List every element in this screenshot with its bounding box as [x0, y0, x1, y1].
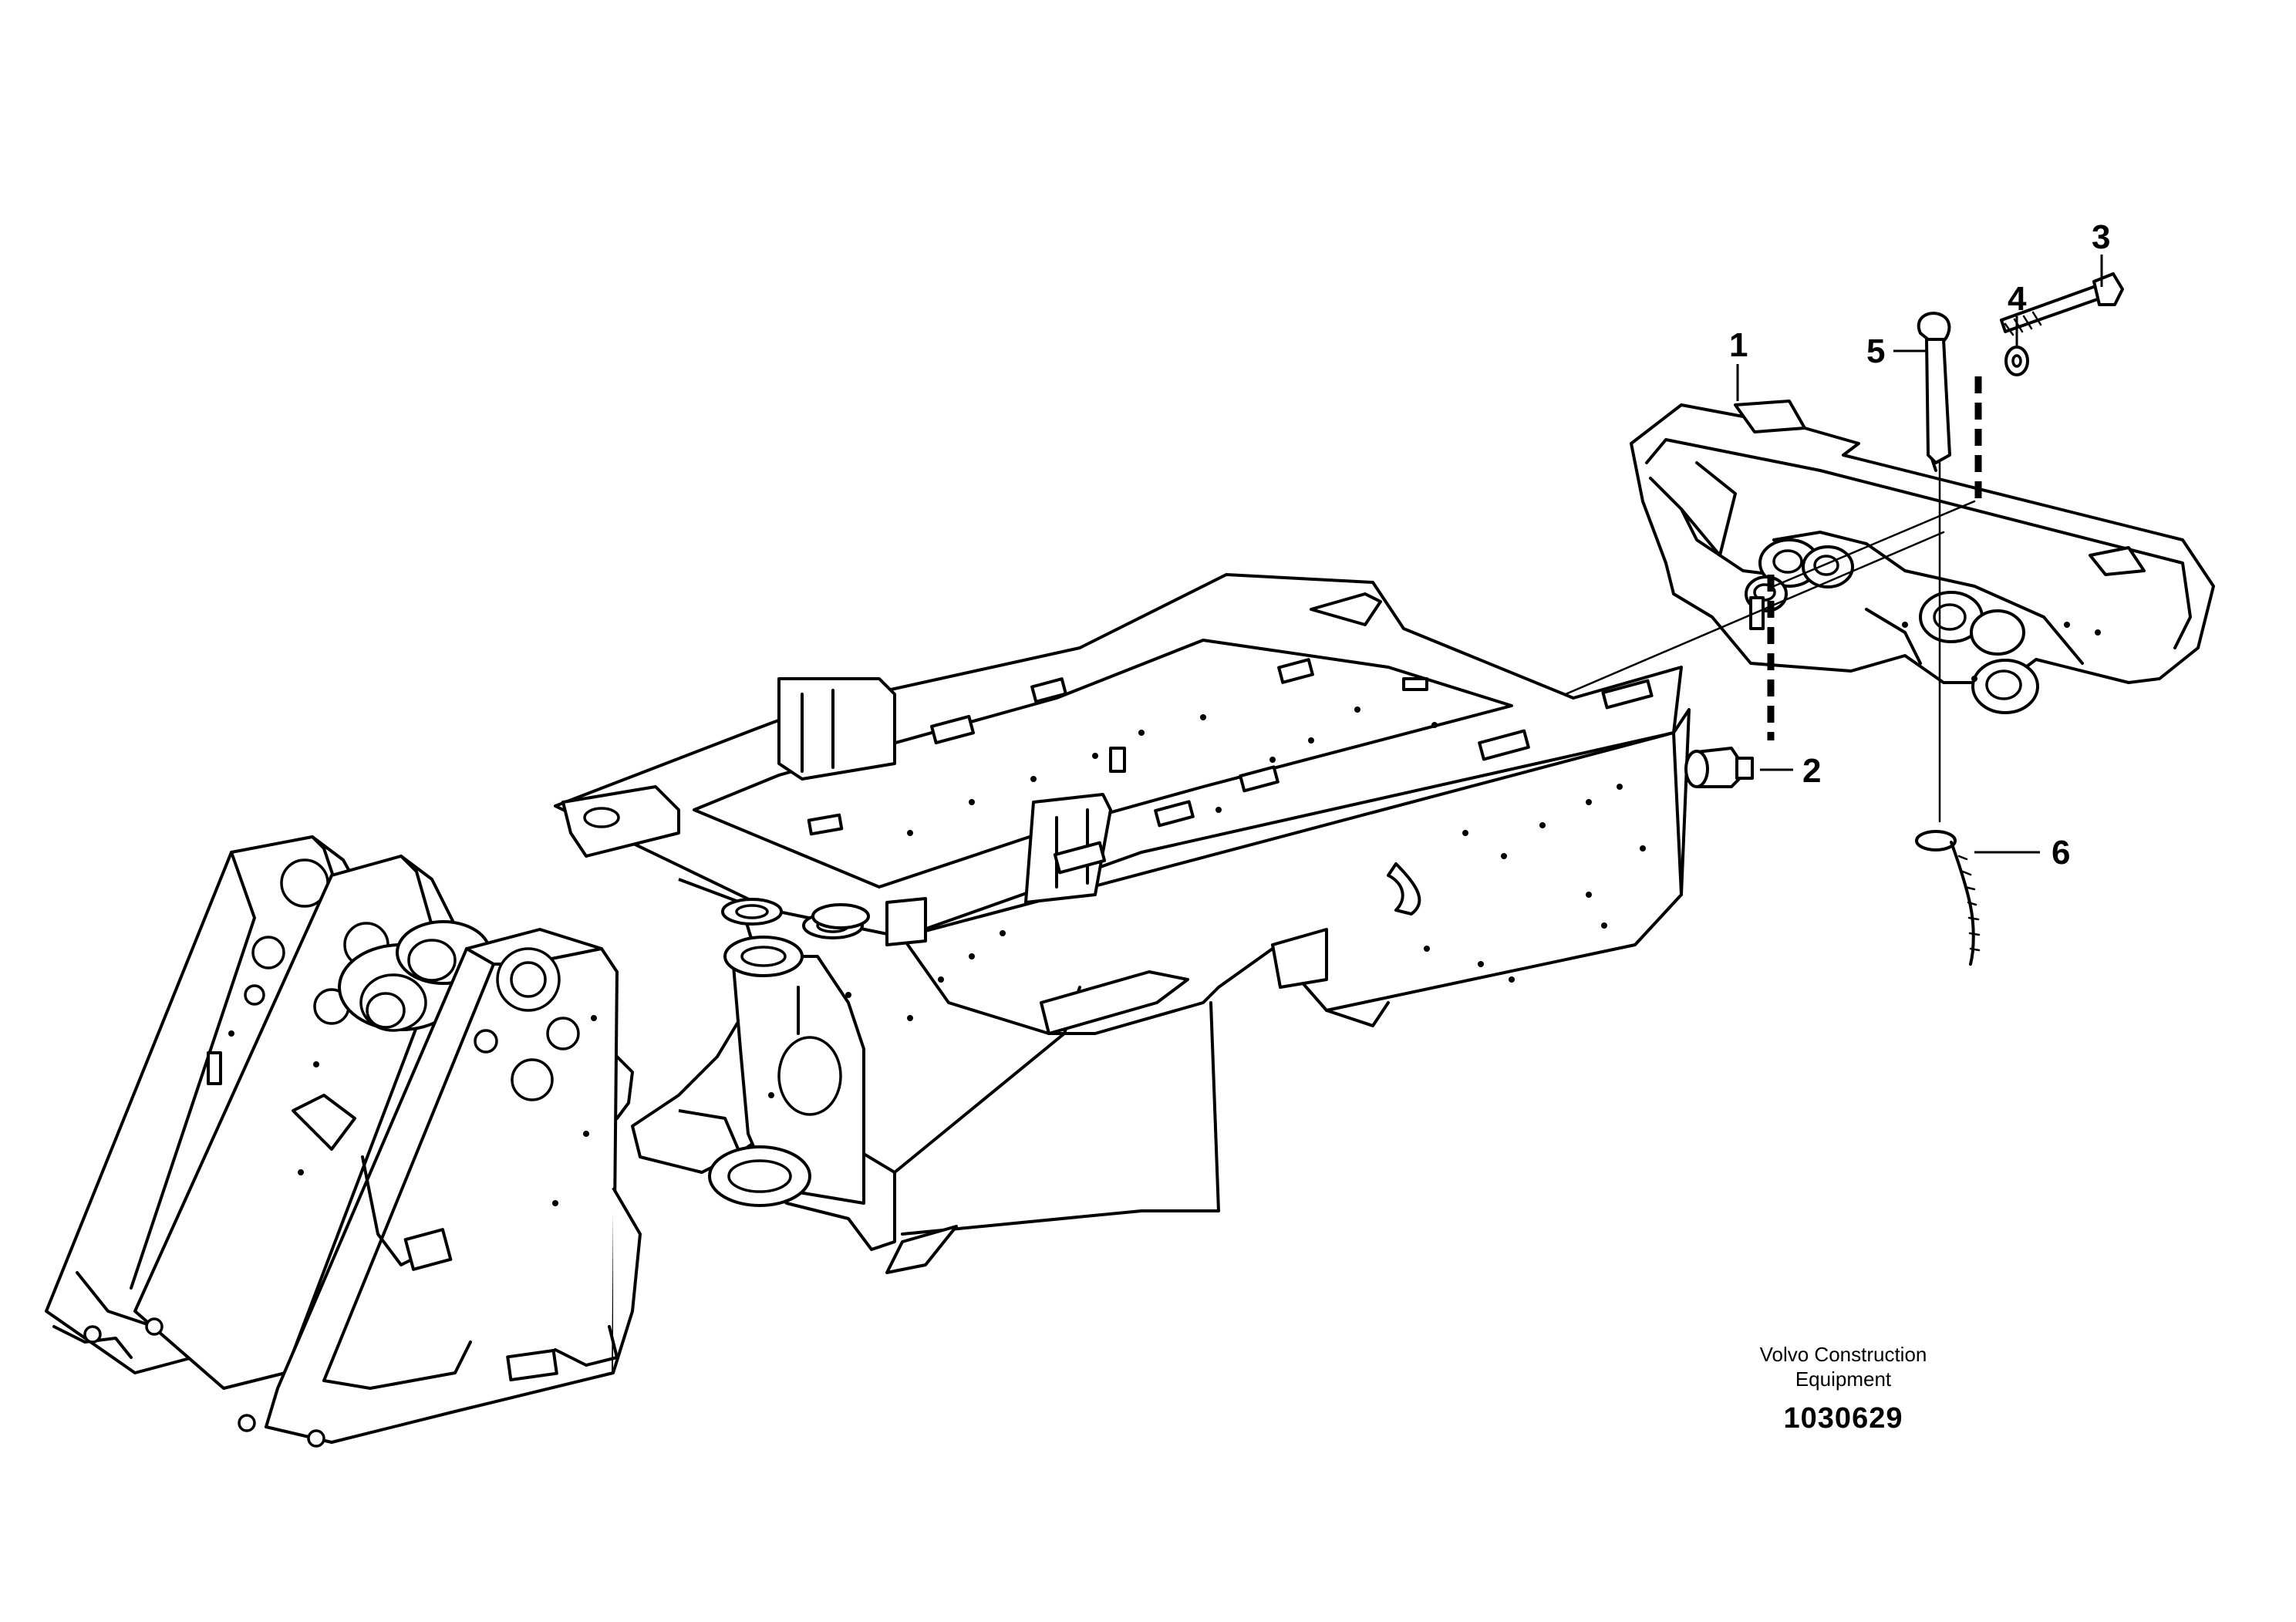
- company-name-line2: Equipment: [1795, 1367, 1892, 1391]
- linch-pin-chain: [1915, 830, 1981, 966]
- callout-4: 4: [2008, 280, 2027, 318]
- drawing-footer: Volvo Construction Equipment 1030629: [1681, 1342, 2005, 1435]
- drawing-number: 1030629: [1783, 1402, 1903, 1435]
- counterweight: [1630, 400, 2215, 714]
- callout-6: 6: [2052, 834, 2070, 872]
- front-frame: [45, 835, 642, 1448]
- washer: [2004, 346, 2029, 376]
- callout-3: 3: [2092, 218, 2110, 256]
- callout-leaders: [1736, 255, 2103, 854]
- assembly-lines: [1564, 376, 1982, 823]
- callout-2: 2: [1802, 752, 1821, 790]
- lock-pin: [1917, 312, 1951, 472]
- callout-5: 5: [1866, 332, 1885, 370]
- rear-frame: [554, 573, 1691, 1274]
- company-name-line1: Volvo Construction: [1759, 1343, 1927, 1366]
- callout-1: 1: [1729, 326, 1748, 364]
- plug: [1684, 747, 1754, 788]
